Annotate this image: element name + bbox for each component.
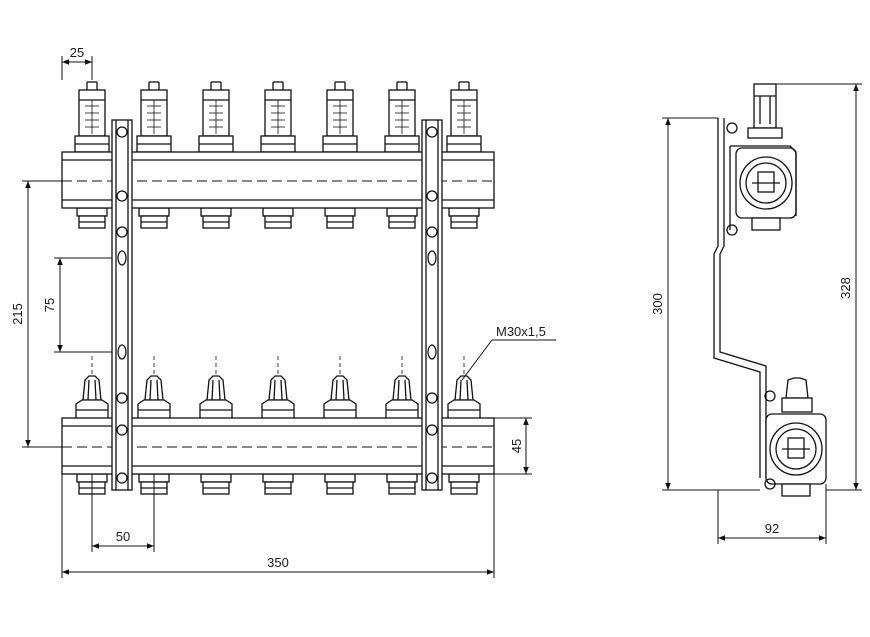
outlet-fitting bbox=[200, 207, 232, 229]
side-flowmeter bbox=[747, 83, 783, 139]
front-dimension-labels: 25 215 75 M30x1,5 45 50 350 bbox=[10, 45, 546, 570]
dim-body-height: 45 bbox=[509, 439, 524, 453]
flowmeter bbox=[446, 81, 482, 153]
outlet-fitting bbox=[262, 207, 294, 229]
dim-bracket-hole-spacing: 75 bbox=[42, 298, 57, 312]
side-bottom-body bbox=[764, 390, 827, 497]
front-view bbox=[61, 81, 495, 495]
outlet-fitting bbox=[324, 473, 356, 495]
outlet-fitting bbox=[324, 207, 356, 229]
outlet-fitting bbox=[138, 207, 170, 229]
dim-side-height-outer: 328 bbox=[838, 277, 853, 299]
outlet-fitting bbox=[386, 473, 418, 495]
flowmeter bbox=[198, 81, 234, 153]
dim-side-depth: 92 bbox=[765, 521, 779, 536]
valve-cap bbox=[261, 356, 295, 418]
outlet-fitting bbox=[386, 207, 418, 229]
outlet-fitting bbox=[448, 473, 480, 495]
side-dimension-labels: 300 328 92 bbox=[650, 277, 853, 536]
outlet-fitting bbox=[262, 473, 294, 495]
side-top-body bbox=[726, 122, 797, 236]
flowmeter bbox=[322, 81, 358, 153]
outlet-fitting bbox=[76, 207, 108, 229]
valve-cap bbox=[385, 356, 419, 418]
flowmeter-row bbox=[74, 81, 482, 153]
dim-outlet-spacing: 50 bbox=[116, 529, 130, 544]
side-view bbox=[713, 83, 827, 497]
valve-cap bbox=[447, 356, 481, 418]
valve-cap bbox=[323, 356, 357, 418]
dim-outlet-width: 25 bbox=[70, 45, 84, 60]
valve-cap bbox=[199, 356, 233, 418]
valve-cap-row bbox=[75, 356, 481, 418]
side-dimensions bbox=[662, 83, 862, 544]
outlet-fitting bbox=[448, 207, 480, 229]
flowmeter bbox=[136, 81, 172, 153]
top-manifold-lower-fittings bbox=[76, 207, 480, 229]
left-mounting-bracket bbox=[111, 119, 133, 491]
dim-side-height-inner: 300 bbox=[650, 293, 665, 315]
bottom-manifold-lower-fittings bbox=[76, 473, 480, 495]
dim-overall-width: 350 bbox=[267, 555, 289, 570]
valve-cap bbox=[137, 356, 171, 418]
outlet-fitting bbox=[200, 473, 232, 495]
side-valve bbox=[781, 377, 813, 413]
side-bracket-profile bbox=[713, 118, 767, 478]
flowmeter bbox=[74, 81, 110, 153]
front-dimensions bbox=[22, 56, 556, 578]
dim-overall-height: 215 bbox=[10, 303, 25, 325]
dim-thread-label: M30x1,5 bbox=[496, 324, 546, 339]
flowmeter bbox=[260, 81, 296, 153]
flowmeter bbox=[384, 81, 420, 153]
valve-cap bbox=[75, 356, 109, 418]
right-mounting-bracket bbox=[421, 119, 443, 491]
